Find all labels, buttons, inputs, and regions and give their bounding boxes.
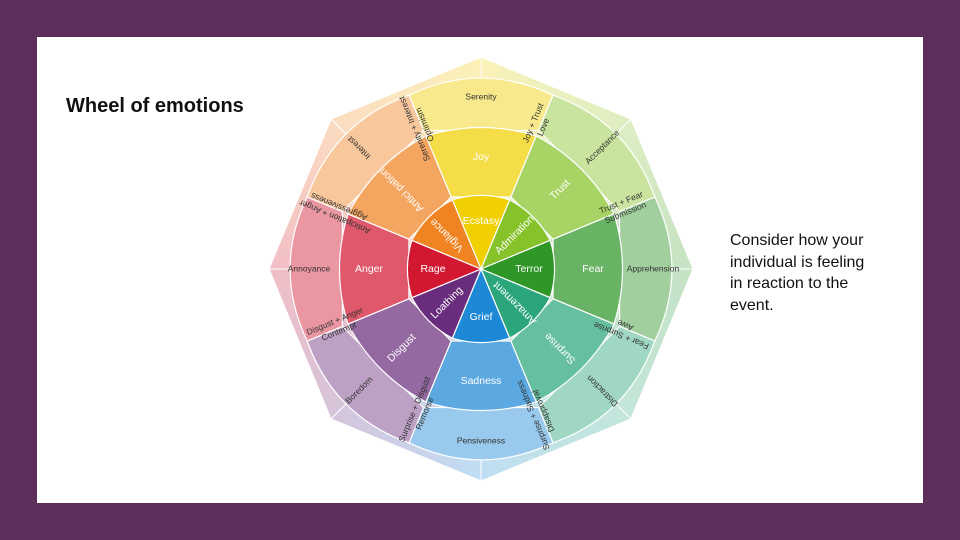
label-sadness-middle: Sadness: [461, 375, 502, 387]
slide-title: Wheel of emotions: [66, 95, 244, 117]
label-fear-outer: Apprehension: [627, 263, 680, 273]
label-sadness-outer: Pensiveness: [457, 435, 505, 445]
petal-anticipation-outer: [306, 94, 425, 213]
label-joy-inner: Ecstasy: [463, 215, 501, 227]
petal-anticipation-inner: [410, 198, 483, 271]
emotion-wheel: EcstasyJoySerenityAdmirationTrustAccepta…: [268, 56, 694, 482]
label-anger-middle: Anger: [355, 263, 384, 275]
label-anger-outer: Annoyance: [288, 263, 331, 273]
slide-note: Consider how your individual is feeling …: [730, 232, 865, 314]
petal-anticipation-middle: [347, 135, 452, 240]
label-joy-middle: Joy: [473, 151, 490, 163]
slide: Wheel of emotions Consider how your indi…: [37, 37, 923, 503]
label-joy-outer: Serenity: [465, 91, 497, 101]
label-fear-middle: Fear: [582, 263, 604, 275]
label-sadness-inner: Grief: [470, 311, 493, 323]
label-anger-inner: Rage: [420, 263, 445, 275]
label-fear-inner: Terror: [515, 263, 543, 275]
